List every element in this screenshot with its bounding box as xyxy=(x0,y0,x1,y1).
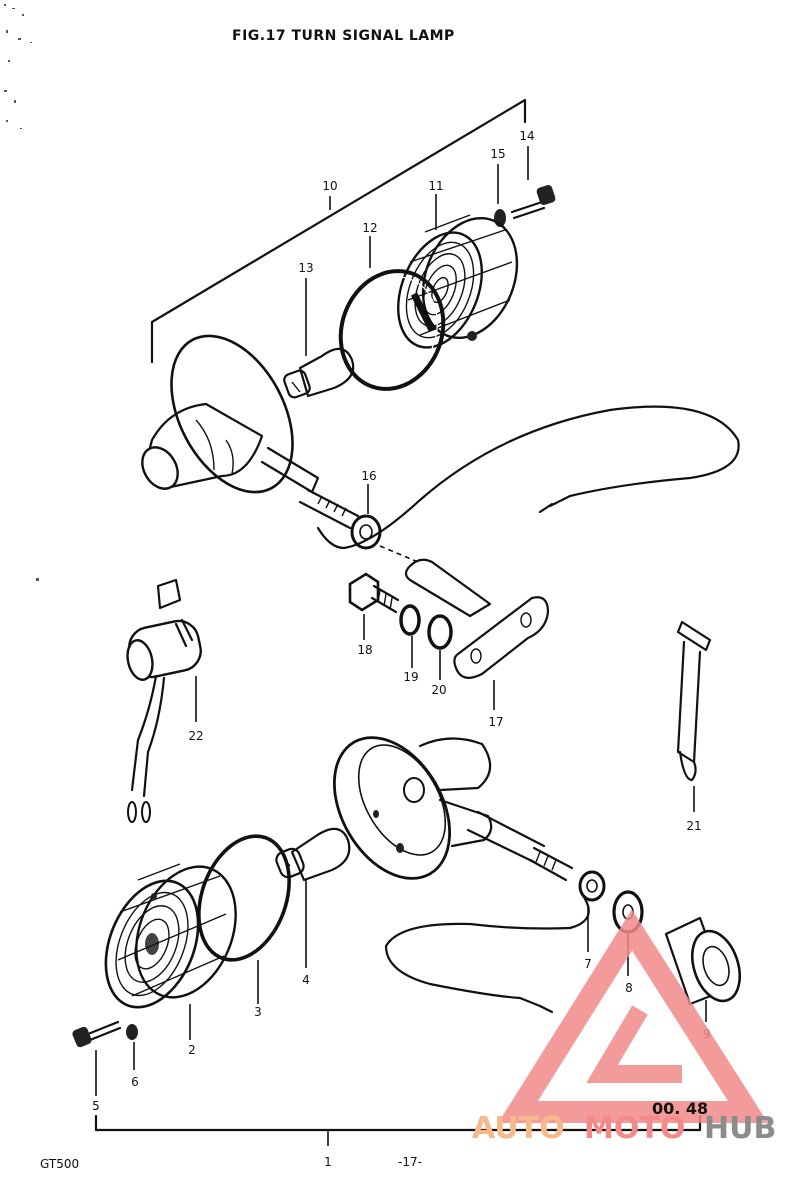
part-20-washer xyxy=(427,614,453,680)
watermark-wordmark: AUTO MOTO HUB xyxy=(472,1111,776,1146)
watermark-triangle xyxy=(498,909,769,1123)
label-1: 1 xyxy=(324,1155,332,1169)
part-18-bolt xyxy=(348,572,400,640)
part-15-washer xyxy=(494,164,506,227)
part-number-labels: 10 14 15 11 12 13 16 18 19 20 17 22 21 7… xyxy=(92,129,711,1169)
label-20: 20 xyxy=(431,683,446,697)
part-13-bulb xyxy=(283,278,355,399)
label-17: 17 xyxy=(488,715,503,729)
upper-wire xyxy=(316,405,740,550)
watermark-logo xyxy=(498,909,769,1123)
label-10: 10 xyxy=(322,179,337,193)
page-number: -17- xyxy=(398,1155,422,1169)
part-19-washer xyxy=(399,604,421,668)
label-13: 13 xyxy=(298,261,313,275)
part-5-screw xyxy=(72,1020,122,1096)
label-5: 5 xyxy=(92,1099,100,1113)
label-6: 6 xyxy=(131,1075,139,1089)
part-14-screw xyxy=(510,146,556,220)
watermark-auto: AUTO xyxy=(472,1111,565,1146)
label-12: 12 xyxy=(362,221,377,235)
part-17-stay xyxy=(404,558,550,710)
part-6-washer xyxy=(126,1024,138,1070)
label-3: 3 xyxy=(254,1005,262,1019)
lower-housing xyxy=(332,736,574,882)
watermark-moto: MOTO xyxy=(584,1111,685,1146)
upper-housing xyxy=(141,334,360,530)
part-7-nut xyxy=(578,870,606,952)
label-16: 16 xyxy=(361,469,376,483)
part-3-gasket xyxy=(197,834,291,1004)
label-2: 2 xyxy=(188,1043,196,1057)
model-code: GT500 xyxy=(40,1157,79,1171)
figure-title: FIG.17 TURN SIGNAL LAMP xyxy=(232,28,455,44)
part-9-boot xyxy=(664,916,741,1022)
label-11: 11 xyxy=(428,179,443,193)
label-18: 18 xyxy=(357,643,372,657)
scan-noise xyxy=(4,4,39,581)
axis-line xyxy=(379,545,419,563)
part-21-fuse xyxy=(676,620,712,812)
label-19: 19 xyxy=(403,670,418,684)
label-7: 7 xyxy=(584,957,592,971)
part-22-relay xyxy=(126,578,202,823)
assembly-10-bracket xyxy=(150,98,527,364)
label-8: 8 xyxy=(625,981,633,995)
label-22: 22 xyxy=(188,729,203,743)
catalog-code: 00. 48 xyxy=(652,1099,708,1118)
part-4-bulb xyxy=(275,827,351,968)
part-12-gasket xyxy=(338,236,446,391)
label-14: 14 xyxy=(519,129,534,143)
watermark-hub: HUB xyxy=(704,1111,776,1146)
lower-wire xyxy=(384,892,590,1014)
label-21: 21 xyxy=(686,819,701,833)
part-2-lens xyxy=(104,863,237,1040)
label-15: 15 xyxy=(490,147,505,161)
label-4: 4 xyxy=(302,973,310,987)
part-11-lens xyxy=(397,194,519,349)
watermark-inner-mark xyxy=(586,1005,682,1083)
